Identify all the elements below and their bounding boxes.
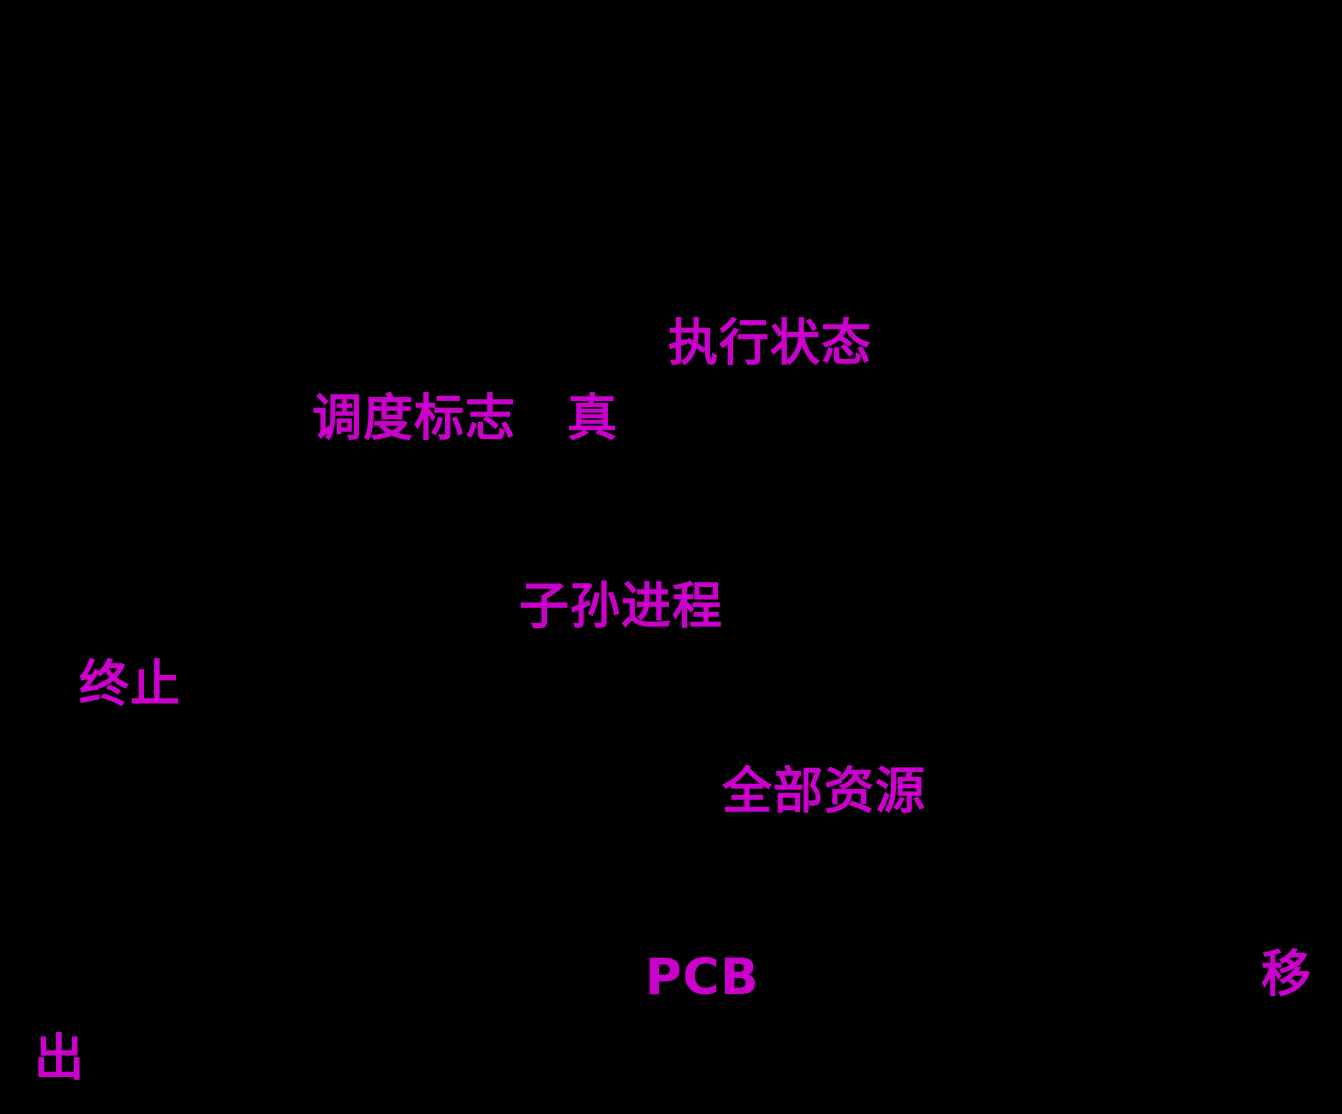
label-scheduling-flag: 调度标志 (312, 389, 516, 447)
label-true-value: 真 (567, 389, 618, 447)
label-pcb: PCB (645, 948, 760, 1006)
label-out-char: 出 (34, 1029, 85, 1087)
label-move-char: 移 (1261, 945, 1312, 1003)
label-terminate: 终止 (79, 655, 181, 713)
label-all-resources: 全部资源 (722, 762, 926, 820)
label-descendant-processes: 子孙进程 (519, 577, 723, 635)
label-execution-state: 执行状态 (668, 314, 872, 372)
